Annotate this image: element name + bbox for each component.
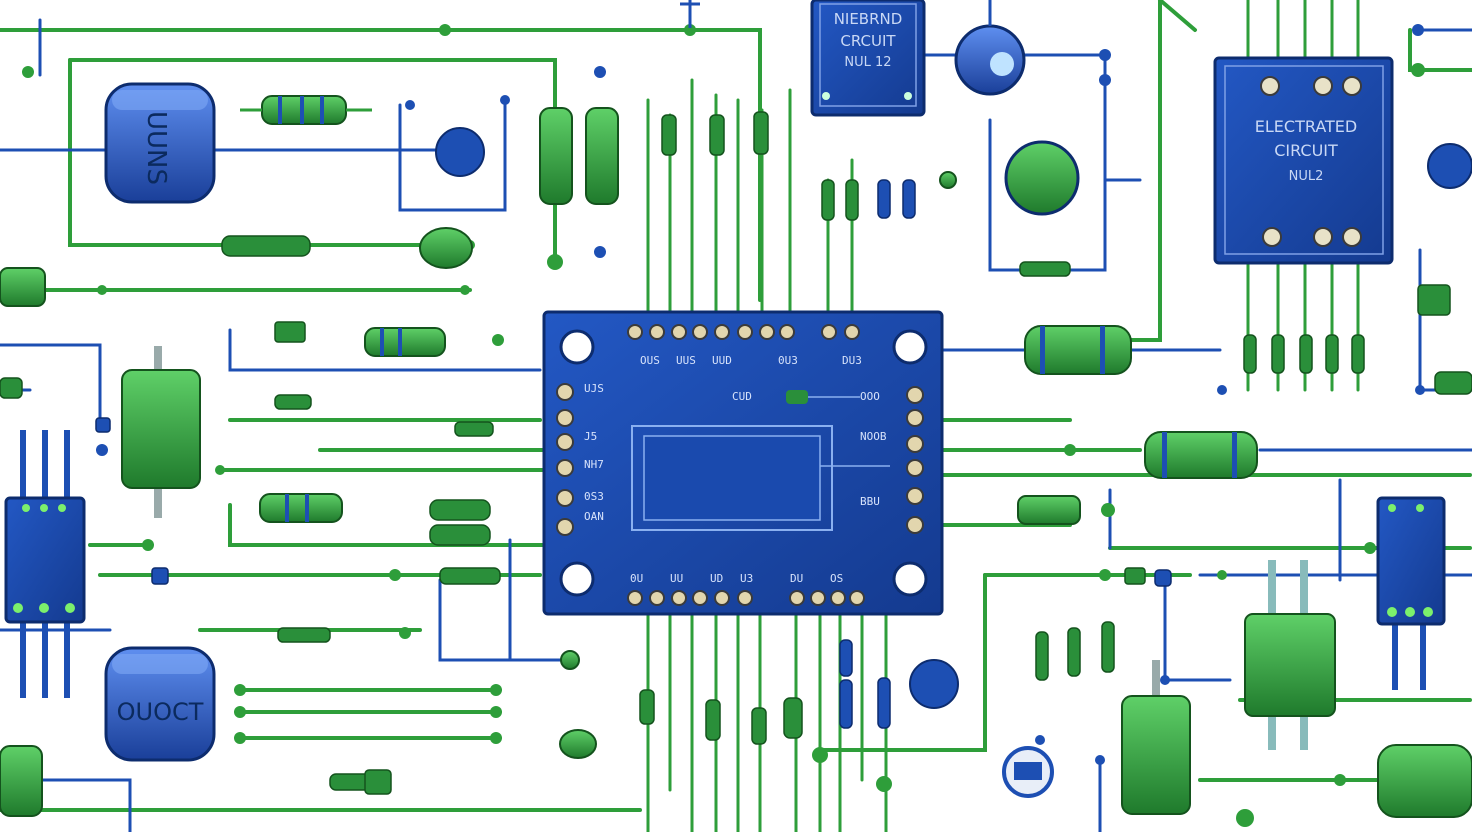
resistor-icon — [240, 95, 372, 125]
microchip-icon — [1376, 496, 1446, 690]
microchip-icon: NIEBRND CRCUIT NUL 12 — [810, 0, 926, 117]
capacitor-icon — [121, 346, 201, 518]
solder-dots — [22, 24, 1446, 827]
main-chip-mark: UU — [670, 572, 683, 585]
main-chip-mark: UJS — [584, 382, 604, 395]
main-chip-center-tag: CUD — [732, 390, 752, 403]
main-chip-mark: BBU — [860, 495, 880, 508]
right-chip-line-1: ELECTRATED — [1255, 117, 1357, 136]
main-chip-mark: 0U3 — [778, 354, 798, 367]
top-chip-line-1: NIEBRND — [834, 10, 903, 28]
main-chip-mark: 0S3 — [584, 490, 604, 503]
resistor-icon — [585, 107, 619, 205]
main-chip-mark: UUD — [712, 354, 732, 367]
capacitor-icon: OUOCT — [104, 646, 216, 762]
led-icon — [1002, 746, 1054, 798]
main-chip-mark: OS — [830, 572, 843, 585]
transistor-icon — [1004, 140, 1080, 216]
main-chip-mark: OAN — [584, 510, 604, 523]
resistor-icon — [364, 327, 446, 357]
main-chip-mark: U3 — [740, 572, 753, 585]
resistor-icon — [1017, 495, 1081, 525]
capacitor-label-bottom: OUOCT — [117, 698, 204, 726]
main-chip-mark: OOO — [860, 390, 880, 403]
resistor-icon — [259, 493, 343, 523]
led-icon — [954, 0, 1026, 96]
resistors — [0, 95, 1472, 817]
top-chip-line-2: CRCUIT — [840, 32, 896, 50]
right-chip-line-2: CIRCUIT — [1274, 141, 1338, 160]
right-chip-line-3: NUL2 — [1289, 169, 1324, 184]
led-icon — [435, 127, 485, 177]
main-chip-mark: OUS — [640, 354, 660, 367]
main-microchip: OUS UUS UUD 0U3 DU3 UJS J5 NH7 0S3 OAN O… — [542, 310, 944, 616]
capacitor-icon: UUNS — [104, 82, 216, 204]
resistor-icon — [0, 267, 46, 307]
led-icon — [909, 659, 959, 709]
microchip-icon: ELECTRATED CIRCUIT NUL2 — [1213, 56, 1394, 265]
microchip-icon — [4, 430, 86, 698]
resistor-icon — [539, 107, 573, 205]
main-chip-mark: NH7 — [584, 458, 604, 471]
main-chip-mark: 0U — [630, 572, 643, 585]
led-icon — [1427, 143, 1472, 189]
capacitor-label-top: UUNS — [141, 111, 171, 185]
capacitor-icon — [1244, 560, 1336, 750]
main-chip-mark: J5 — [584, 430, 597, 443]
main-chip-mark: DU — [790, 572, 803, 585]
main-chip-mark: UD — [710, 572, 723, 585]
main-chip-mark: UUS — [676, 354, 696, 367]
capacitor-icon — [1121, 660, 1191, 815]
resistor-icon — [0, 745, 43, 817]
main-chip-mark: NOOB — [860, 430, 887, 443]
resistor-icon — [1144, 431, 1258, 479]
top-chip-line-3: NUL 12 — [844, 55, 891, 70]
capacitor-icon — [1377, 744, 1472, 818]
main-chip-mark: DU3 — [842, 354, 862, 367]
